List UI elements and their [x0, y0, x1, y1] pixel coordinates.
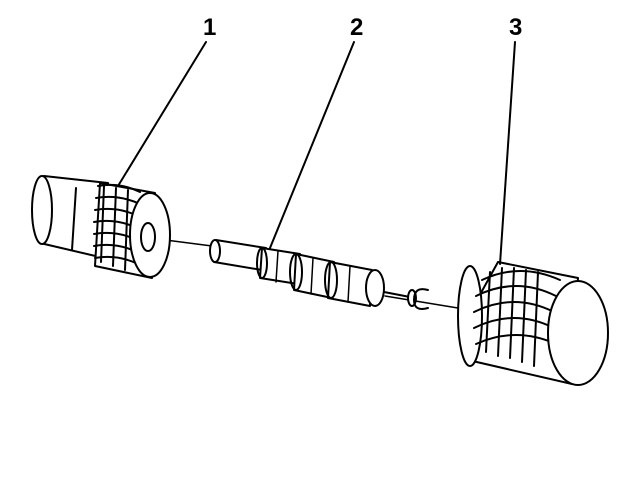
- leader-1: [117, 41, 207, 187]
- callout-leaders: [117, 41, 516, 265]
- part-1-threaded-plug: [31, 175, 171, 279]
- callout-1: 1: [203, 14, 216, 41]
- callout-3: 3: [509, 14, 522, 41]
- callout-2: 2: [350, 14, 363, 41]
- leader-2: [269, 41, 355, 249]
- leader-3: [499, 41, 516, 265]
- part-3-knurled-cap: [457, 261, 609, 386]
- part-2-spool-valve: [209, 239, 429, 310]
